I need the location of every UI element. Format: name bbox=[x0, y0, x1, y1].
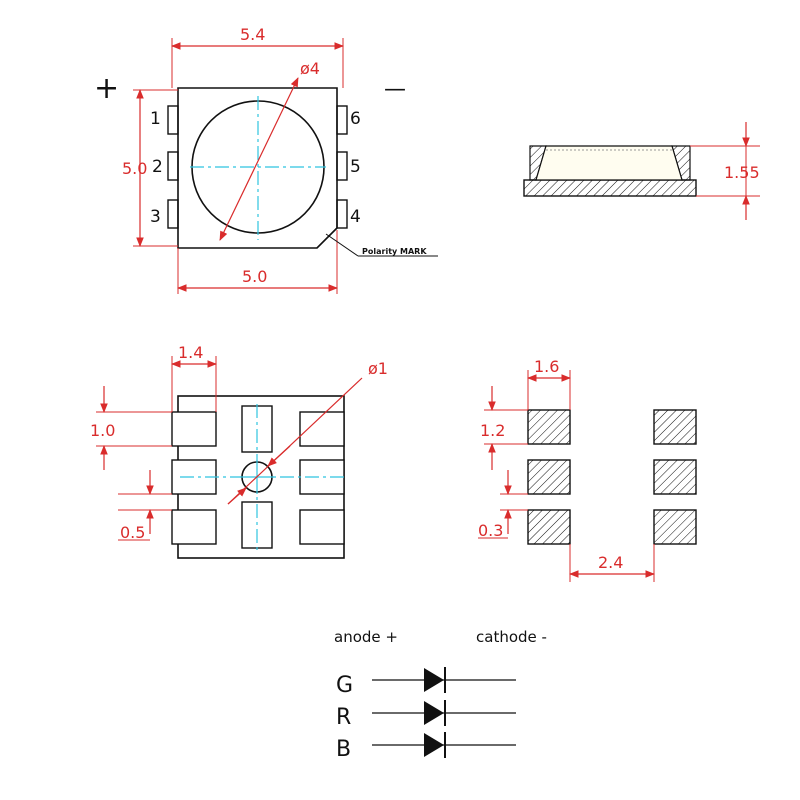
gap-label: 0.5 bbox=[120, 523, 145, 542]
diode-icon-g bbox=[424, 668, 444, 692]
plus-sign: + bbox=[94, 71, 119, 106]
diode-icon-b bbox=[424, 733, 444, 757]
hole-diameter-arrow-b bbox=[267, 445, 291, 467]
pin-4 bbox=[336, 199, 348, 229]
footprint-pad bbox=[527, 409, 571, 445]
bottom-pad bbox=[171, 509, 217, 545]
anode-label: anode + bbox=[334, 628, 398, 646]
width-label: 5.4 bbox=[240, 25, 265, 44]
bottom-pad bbox=[299, 411, 345, 447]
pin-label-4: 4 bbox=[350, 207, 361, 227]
legend-row-label-r: R bbox=[336, 705, 351, 730]
pin-label-5: 5 bbox=[350, 157, 361, 177]
top-view: ø4 5.4 5.0 5.0 1 2 3 6 5 4 + — Polarity … bbox=[94, 25, 438, 294]
footprint-pad bbox=[653, 409, 697, 445]
polarity-leader bbox=[325, 233, 359, 257]
footprint: 1.6 1.2 0.3 2.4 bbox=[478, 357, 697, 582]
fp-gap-label: 0.3 bbox=[478, 521, 503, 540]
pin-1 bbox=[167, 105, 179, 135]
pin-label-6: 6 bbox=[350, 109, 361, 129]
polarity-mark-line bbox=[316, 227, 338, 249]
minus-sign: — bbox=[384, 77, 406, 102]
pad-width-label: 1.4 bbox=[178, 343, 203, 362]
diode-icon-r bbox=[424, 701, 444, 725]
polarity-legend: anode + cathode - G R B bbox=[334, 628, 547, 762]
legend-row-label-b: B bbox=[336, 737, 351, 762]
bottom-width-label: 5.0 bbox=[242, 267, 267, 286]
footprint-pad bbox=[653, 509, 697, 545]
hole-diameter-arrow-a bbox=[227, 487, 247, 505]
pad-height-label: 1.0 bbox=[90, 421, 115, 440]
pin-label-2: 2 bbox=[152, 157, 163, 177]
footprint-pad bbox=[653, 459, 697, 495]
bottom-pad bbox=[299, 509, 345, 545]
side-view: 1.55 bbox=[523, 122, 760, 220]
pin-2 bbox=[167, 151, 179, 181]
hole-diameter-label: ø1 bbox=[368, 359, 388, 378]
hole-diameter-dimension bbox=[227, 377, 363, 505]
height-label: 5.0 bbox=[122, 159, 147, 178]
bottom-view: ø1 1.4 1.0 0.5 bbox=[90, 343, 388, 559]
fp-pad-height-label: 1.2 bbox=[480, 421, 505, 440]
pin-6 bbox=[336, 105, 348, 135]
fp-spacing-label: 2.4 bbox=[598, 553, 623, 572]
footprint-pad bbox=[527, 509, 571, 545]
fp-pad-width-label: 1.6 bbox=[534, 357, 559, 376]
pin-3 bbox=[167, 199, 179, 229]
side-height-label: 1.55 bbox=[724, 163, 760, 182]
side-lens bbox=[535, 145, 683, 181]
pin-label-1: 1 bbox=[150, 109, 161, 129]
footprint-pad bbox=[527, 459, 571, 495]
lens-diameter-label: ø4 bbox=[300, 59, 320, 78]
lens-diameter-dimension bbox=[219, 77, 299, 241]
side-base bbox=[523, 179, 697, 197]
polarity-mark-label: Polarity MARK bbox=[362, 247, 427, 256]
pin-5 bbox=[336, 151, 348, 181]
cathode-label: cathode - bbox=[476, 628, 547, 646]
legend-row-label-g: G bbox=[336, 673, 353, 698]
pin-label-3: 3 bbox=[150, 207, 161, 227]
bottom-pad bbox=[171, 411, 217, 447]
